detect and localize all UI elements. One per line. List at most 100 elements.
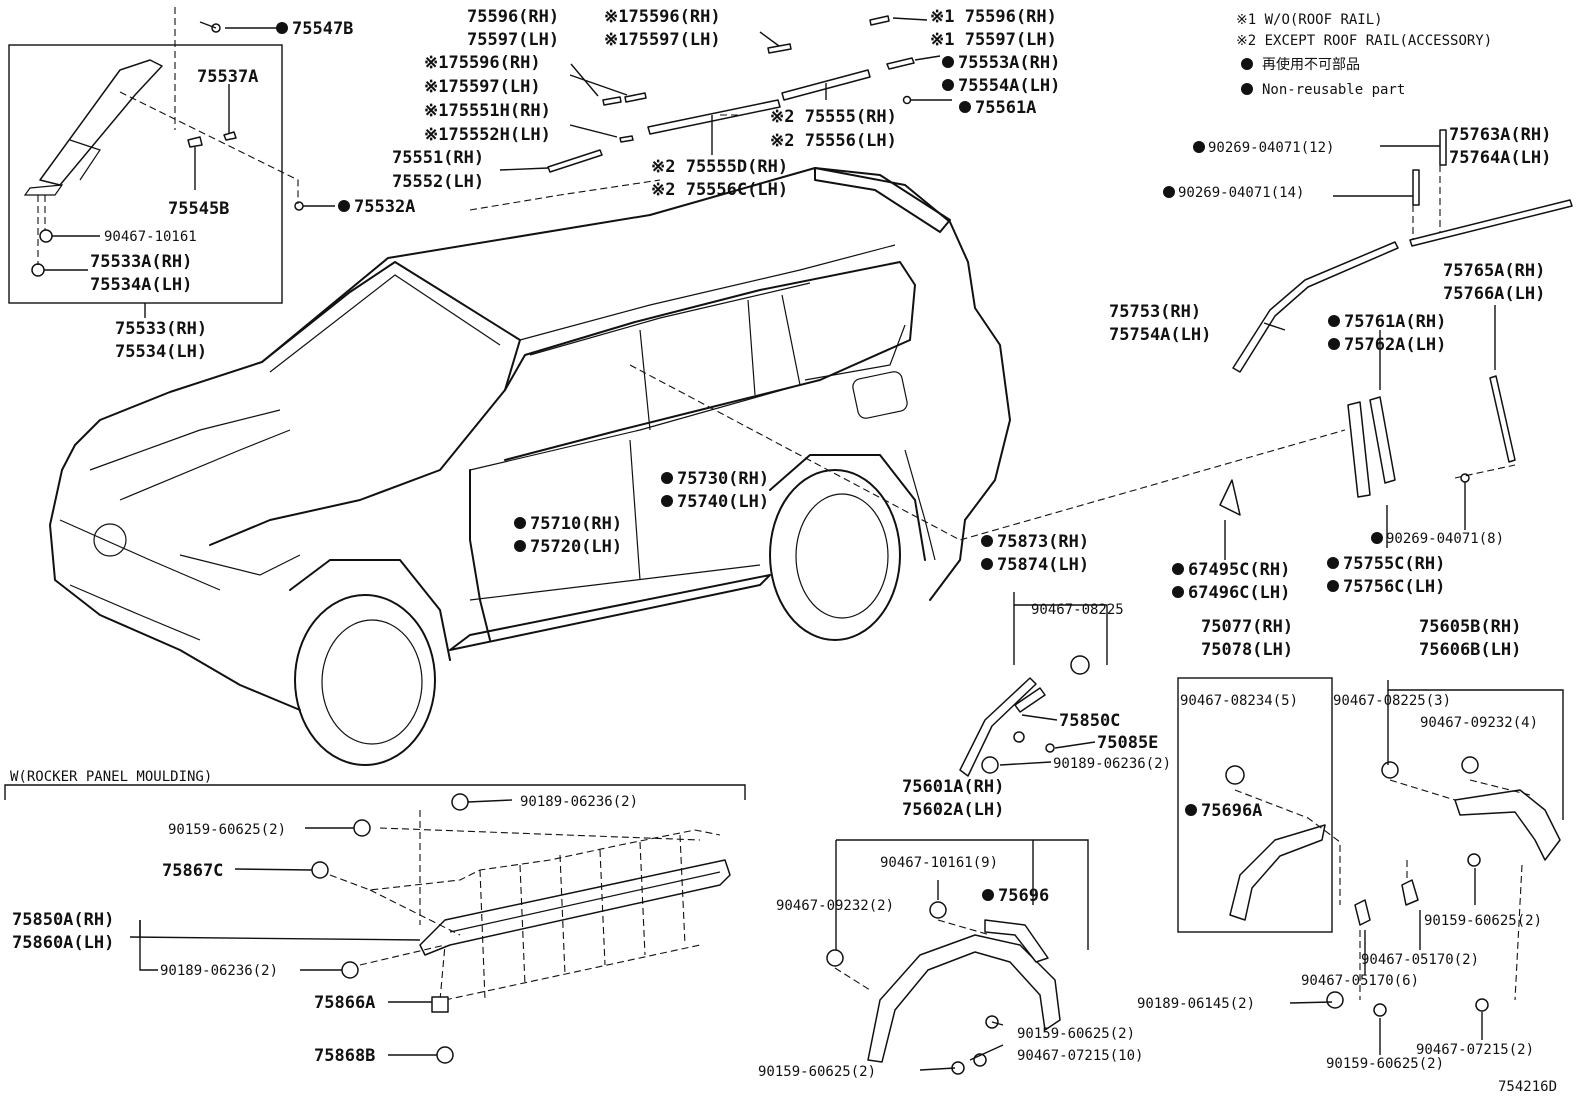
label-90467-08225: 90467-08225 bbox=[1031, 602, 1124, 618]
label-75868B: 75868B bbox=[314, 1046, 375, 1066]
fender-leader-lines bbox=[834, 714, 1531, 1071]
label-75764A: 75764A(LH) bbox=[1449, 148, 1551, 168]
label-90467-08234: 90467-08234(5) bbox=[1180, 693, 1298, 709]
label-90467-07215-2: 90467-07215(2) bbox=[1416, 1042, 1534, 1058]
label-90269-8: 90269-04071(8) bbox=[1386, 531, 1504, 547]
label-90467-10161: 90467-10161 bbox=[104, 229, 197, 245]
label-90189-06236-a: 90189-06236(2) bbox=[1053, 756, 1171, 772]
label-75553A: 75553A(RH) bbox=[958, 53, 1060, 73]
label-90159-60625-b: 90159-60625(2) bbox=[1017, 1026, 1135, 1042]
label-2-75555D: ※2 75555D(RH) bbox=[651, 157, 788, 177]
label-75077: 75077(RH) bbox=[1201, 617, 1293, 637]
label-75754A: 75754A(LH) bbox=[1109, 325, 1211, 345]
label-75561A: 75561A bbox=[975, 98, 1036, 118]
label-75532A: 75532A bbox=[354, 197, 415, 217]
label-90159-60625-c: 90159-60625(2) bbox=[758, 1064, 876, 1080]
label-75753: 75753(RH) bbox=[1109, 302, 1201, 322]
inset-leader-lines bbox=[37, 7, 335, 318]
label-75710: 75710(RH) bbox=[530, 514, 622, 534]
label-90189-06236-c: 90189-06236(2) bbox=[160, 963, 278, 979]
label-75078: 75078(LH) bbox=[1201, 640, 1293, 660]
label-75755C: 75755C(RH) bbox=[1343, 554, 1445, 574]
label-175596-a: ※175596(RH) bbox=[604, 7, 721, 27]
label-75696: 75696 bbox=[998, 886, 1049, 906]
label-90159-60625-e: 90159-60625(2) bbox=[168, 822, 286, 838]
label-90189-06236-b: 90189-06236(2) bbox=[520, 794, 638, 810]
label-75850C: 75850C bbox=[1059, 711, 1120, 731]
label-75602A: 75602A(LH) bbox=[902, 800, 1004, 820]
label-75873: 75873(RH) bbox=[997, 532, 1089, 552]
label-2-75556C: ※2 75556C(LH) bbox=[651, 180, 788, 200]
label-2-75555: ※2 75555(RH) bbox=[770, 107, 897, 127]
label-75866A: 75866A bbox=[314, 993, 375, 1013]
label-75850A: 75850A(RH) bbox=[12, 910, 114, 930]
label-75533A: 75533A(RH) bbox=[90, 252, 192, 272]
label-90467-09232-2: 90467-09232(2) bbox=[776, 898, 894, 914]
label-175597-a: ※175597(LH) bbox=[604, 30, 721, 50]
roof-leader-lines bbox=[469, 17, 952, 211]
label-90467-10161-9: 90467-10161(9) bbox=[880, 855, 998, 871]
section-label: W(ROCKER PANEL MOULDING) bbox=[10, 769, 212, 785]
legend: ※1 W/O(ROOF RAIL) ※2 EXCEPT ROOF RAIL(AC… bbox=[1236, 12, 1492, 98]
label-1-75596: ※1 75596(RH) bbox=[930, 7, 1057, 27]
label-75720: 75720(LH) bbox=[530, 537, 622, 557]
label-75860A: 75860A(LH) bbox=[12, 933, 114, 953]
legend-note-2: ※2 EXCEPT ROOF RAIL(ACCESSORY) bbox=[1236, 33, 1492, 49]
label-175596-b: ※175596(RH) bbox=[424, 53, 541, 73]
label-75533: 75533(RH) bbox=[115, 319, 207, 339]
label-175552H: ※175552H(LH) bbox=[424, 125, 551, 145]
label-90467-09232-4: 90467-09232(4) bbox=[1420, 715, 1538, 731]
label-90159-60625-a: 90159-60625(2) bbox=[1424, 913, 1542, 929]
label-1-75597: ※1 75597(LH) bbox=[930, 30, 1057, 50]
label-67495C: 67495C(RH) bbox=[1188, 560, 1290, 580]
label-75601A: 75601A(RH) bbox=[902, 777, 1004, 797]
label-90467-07215-10: 90467-07215(10) bbox=[1017, 1048, 1143, 1064]
window-mouldings bbox=[1219, 129, 1573, 516]
label-175597-b: ※175597(LH) bbox=[424, 77, 541, 97]
label-75085E: 75085E bbox=[1097, 733, 1158, 753]
window-leader-lines bbox=[629, 145, 1516, 560]
label-75596: 75596(RH) bbox=[467, 7, 559, 27]
label-75551: 75551(RH) bbox=[392, 148, 484, 168]
label-75874: 75874(LH) bbox=[997, 555, 1089, 575]
label-75867C: 75867C bbox=[162, 861, 223, 881]
label-75765A: 75765A(RH) bbox=[1443, 261, 1545, 281]
label-75547B: 75547B bbox=[292, 19, 353, 39]
label-90159-60625-d: 90159-60625(2) bbox=[1326, 1056, 1444, 1072]
vehicle-outline bbox=[49, 167, 1011, 766]
label-75605B: 75605B(RH) bbox=[1419, 617, 1521, 637]
legend-nonreusable-jp: 再使用不可部品 bbox=[1262, 56, 1360, 73]
label-90467-08225-3: 90467-08225(3) bbox=[1333, 693, 1451, 709]
label-75597: 75597(LH) bbox=[467, 30, 559, 50]
label-75696A: 75696A bbox=[1201, 801, 1262, 821]
label-75554A: 75554A(LH) bbox=[958, 76, 1060, 96]
label-175551H: ※175551H(RH) bbox=[424, 101, 551, 121]
nonreusable-dot-icon bbox=[1241, 83, 1253, 95]
label-90467-05170-6: 90467-05170(6) bbox=[1301, 973, 1419, 989]
label-75730: 75730(RH) bbox=[677, 469, 769, 489]
legend-nonreusable-en: Non-reusable part bbox=[1262, 82, 1405, 98]
label-75756C: 75756C(LH) bbox=[1343, 577, 1445, 597]
label-75537A: 75537A bbox=[197, 67, 258, 87]
label-90269-14: 90269-04071(14) bbox=[1178, 185, 1304, 201]
label-75763A: 75763A(RH) bbox=[1449, 125, 1551, 145]
label-75766A: 75766A(LH) bbox=[1443, 284, 1545, 304]
nonreusable-dot-icon bbox=[1241, 58, 1253, 70]
label-75545B: 75545B bbox=[168, 199, 229, 219]
label-67496C: 67496C(LH) bbox=[1188, 583, 1290, 603]
label-2-75556: ※2 75556(LH) bbox=[770, 131, 897, 151]
rocker-section bbox=[4, 784, 746, 1064]
label-75552: 75552(LH) bbox=[392, 172, 484, 192]
label-75740: 75740(LH) bbox=[677, 492, 769, 512]
label-75534A: 75534A(LH) bbox=[90, 275, 192, 295]
fender-arch-parts bbox=[826, 592, 1564, 1075]
legend-note-1: ※1 W/O(ROOF RAIL) bbox=[1236, 12, 1383, 28]
part-labels: 75547B 75537A 75545B 75532A 90467-10161 … bbox=[10, 7, 1557, 1095]
label-90189-06145: 90189-06145(2) bbox=[1137, 996, 1255, 1012]
label-90467-05170-2: 90467-05170(2) bbox=[1361, 952, 1479, 968]
label-90269-12: 90269-04071(12) bbox=[1208, 140, 1334, 156]
label-75762A: 75762A(LH) bbox=[1344, 335, 1446, 355]
label-75606B: 75606B(LH) bbox=[1419, 640, 1521, 660]
diagram-id: 754216D bbox=[1498, 1079, 1557, 1095]
